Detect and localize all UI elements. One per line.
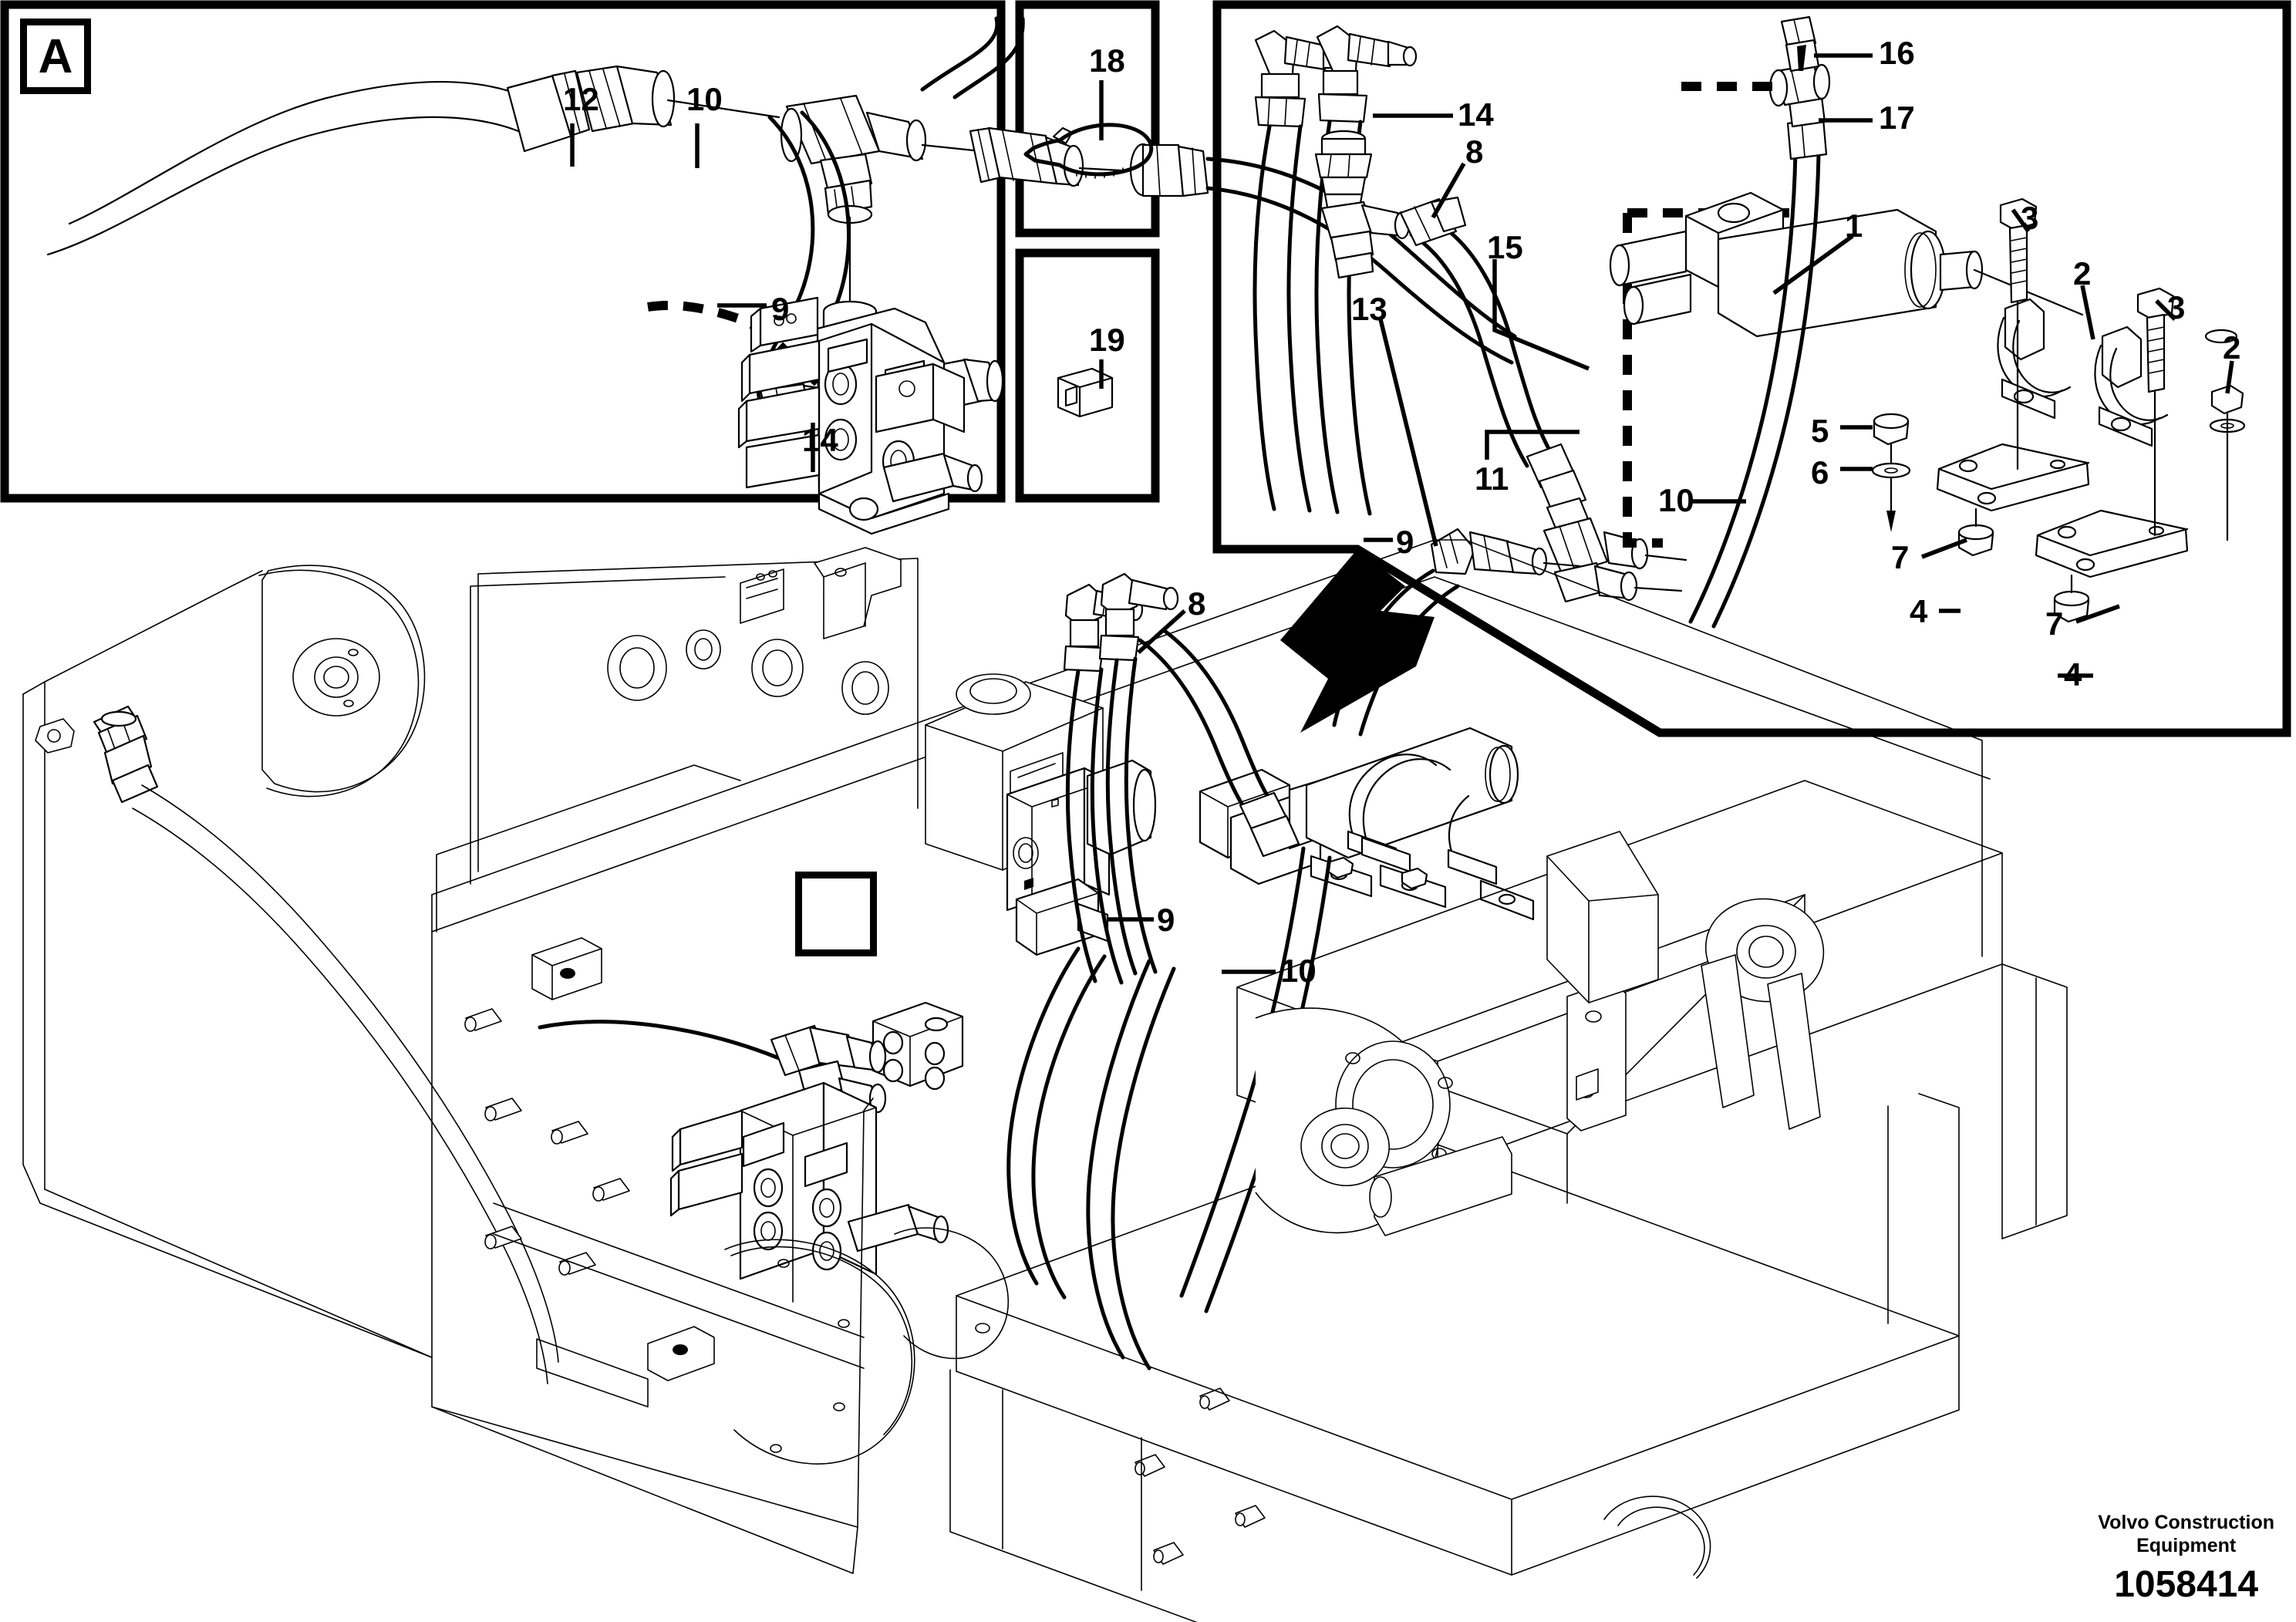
callout-ref: 9 xyxy=(1396,524,1414,560)
callout-ref: 2 xyxy=(2073,255,2092,292)
callout-ref: 7 xyxy=(2045,605,2064,642)
item-19-clip xyxy=(1057,367,1114,418)
callout-ref: 1 xyxy=(1845,207,1863,244)
valve-bank-main xyxy=(669,1081,1010,1360)
callout-ref: 13 xyxy=(1351,291,1387,327)
item-box-18-frame xyxy=(1015,0,1160,238)
panel-a-badge: A xyxy=(20,19,91,94)
callout-ref: 7 xyxy=(1891,539,1910,575)
callout-ref: 14 xyxy=(802,422,838,458)
callout-ref: 10 xyxy=(1280,953,1317,989)
callout-ref: 14 xyxy=(1458,96,1494,133)
callout-ref: 18 xyxy=(1089,42,1125,79)
accumulator-dash-left xyxy=(1623,213,1663,548)
callout-ref: 4 xyxy=(2064,656,2082,693)
detail-pointer-wedge xyxy=(1280,549,1435,733)
footer-block: Volvo Construction Equipment 1058414 xyxy=(2098,1512,2274,1608)
callout-ref: 2 xyxy=(2223,329,2241,366)
valve-block xyxy=(737,296,983,535)
tee-fitting-upper xyxy=(1320,201,1411,279)
callout-ref: 8 xyxy=(1188,585,1206,622)
drawing-number: 1058414 xyxy=(2114,1564,2259,1605)
fitting-14-stack xyxy=(1314,130,1373,213)
brand-line-2: Equipment xyxy=(2136,1534,2237,1556)
fitting-17 xyxy=(1768,63,1831,107)
item-18-cable-tie xyxy=(1023,123,1154,179)
callout-ref: 5 xyxy=(1811,413,1829,449)
clamp-assembly-left xyxy=(1936,197,2090,557)
elbow-fittings xyxy=(1254,25,1418,128)
callout-ref: 3 xyxy=(2167,289,2186,325)
bucket-attachment xyxy=(956,780,2068,1579)
nut-5-washer-6 xyxy=(1871,413,1911,532)
callout-ref: 3 xyxy=(2021,200,2039,236)
stud-pins xyxy=(464,1008,1266,1565)
callout-ref: 11 xyxy=(1475,460,1509,497)
coupler-manifold xyxy=(872,1001,964,1091)
brand-line-1: Volvo Construction xyxy=(2098,1512,2274,1533)
main-detail-a-badge xyxy=(795,872,877,956)
fittings-15-11 xyxy=(1542,497,1687,603)
callout-ref: 10 xyxy=(1658,482,1694,518)
main-assembly-artwork xyxy=(22,539,2068,1622)
callout-ref: 17 xyxy=(1879,99,1915,136)
callout-ref: 9 xyxy=(771,291,790,327)
callout-ref: 9 xyxy=(1157,902,1175,938)
callout-ref: 6 xyxy=(1811,454,1829,491)
callout-ref: 19 xyxy=(1089,322,1125,358)
callout-ref: 4 xyxy=(1910,593,1928,629)
fitting-16 xyxy=(1780,15,1820,73)
callout-ref: 8 xyxy=(1465,133,1484,170)
callout-ref: 15 xyxy=(1487,229,1523,265)
panel-a-content xyxy=(46,16,1517,535)
callout-ref: 10 xyxy=(686,81,723,117)
hose-fitting-left xyxy=(93,705,159,804)
callout-ref: 12 xyxy=(563,81,599,117)
callout-ref: 16 xyxy=(1879,35,1915,71)
